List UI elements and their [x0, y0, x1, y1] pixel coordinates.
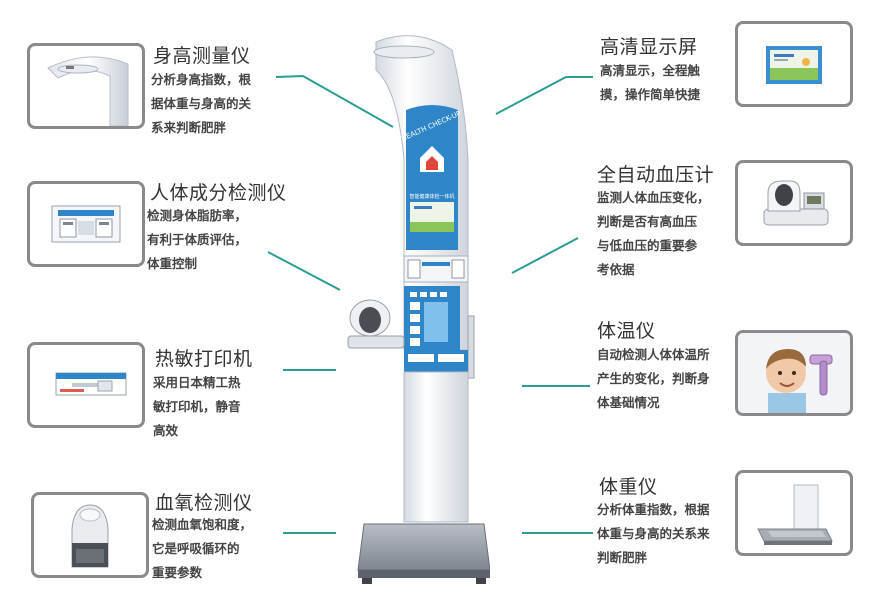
- thumbnail-printer: [27, 342, 145, 428]
- thumbnail-height: [27, 43, 145, 129]
- thumbnail-spo2: [31, 492, 149, 578]
- feature-desc-display: 高清显示，全程触 摸，操作简单快捷: [600, 63, 701, 102]
- feature-title-spo2: 血氧检测仪: [155, 492, 253, 514]
- connector-display: [495, 76, 593, 115]
- feature-title-printer: 热敏打印机: [155, 348, 253, 370]
- health-checkup-machine: HEALTH CHECK-UP 智能健康体检一体机: [347, 35, 490, 584]
- pulse-oximeter-image: [71, 504, 109, 568]
- feature-desc-spo2: 检测血氧饱和度， 它是呼吸循环的 重要参数: [152, 517, 253, 580]
- body-composition-image: [51, 205, 121, 243]
- screen-caption: 智能健康体检一体机: [409, 193, 454, 200]
- feature-title-weight: 体重仪: [599, 476, 658, 498]
- feature-desc-weight: 分析体重指数，根据 体重与身高的关系来 判断肥胖: [597, 502, 710, 565]
- feature-desc-body-composition: 检测身体脂肪率， 有利于体质评估， 体重控制: [147, 208, 248, 271]
- child-thermometer-image: [738, 333, 850, 413]
- feature-desc-blood-pressure: 监测人体血压变化， 判断是否有高血压 与低血压的重要参 考依据: [597, 190, 710, 277]
- feature-title-display: 高清显示屏: [600, 36, 698, 58]
- printer-image: [55, 372, 127, 396]
- blood-pressure-monitor-image: [763, 180, 829, 226]
- thumbnail-thermometer: [735, 330, 853, 416]
- thumbnail-display: [735, 21, 853, 107]
- height-sensor-image: [47, 56, 129, 126]
- feature-title-thermometer: 体温仪: [597, 320, 656, 342]
- feature-title-body-composition: 人体成分检测仪: [150, 182, 287, 204]
- feature-desc-height: 分析身高指数，根 据体重与身高的关 系来判断肥胖: [151, 72, 252, 135]
- feature-desc-thermometer: 自动检测人体体温所 产生的变化，判断身 体基础情况: [597, 347, 710, 410]
- connector-body-composition: [267, 251, 341, 291]
- thumbnail-body-composition: [27, 181, 145, 267]
- feature-title-height: 身高测量仪: [153, 45, 251, 67]
- display-screen-image: [766, 46, 822, 84]
- feature-desc-printer: 采用日本精工热 敏打印机，静音 高效: [153, 375, 241, 438]
- feature-title-blood-pressure: 全自动血压计: [597, 164, 715, 186]
- thumbnail-weight: [735, 470, 853, 556]
- connector-blood-pressure: [511, 237, 579, 274]
- thumbnail-blood-pressure: [735, 160, 853, 246]
- connector-height: [275, 74, 394, 128]
- weight-scale-image: [757, 484, 833, 545]
